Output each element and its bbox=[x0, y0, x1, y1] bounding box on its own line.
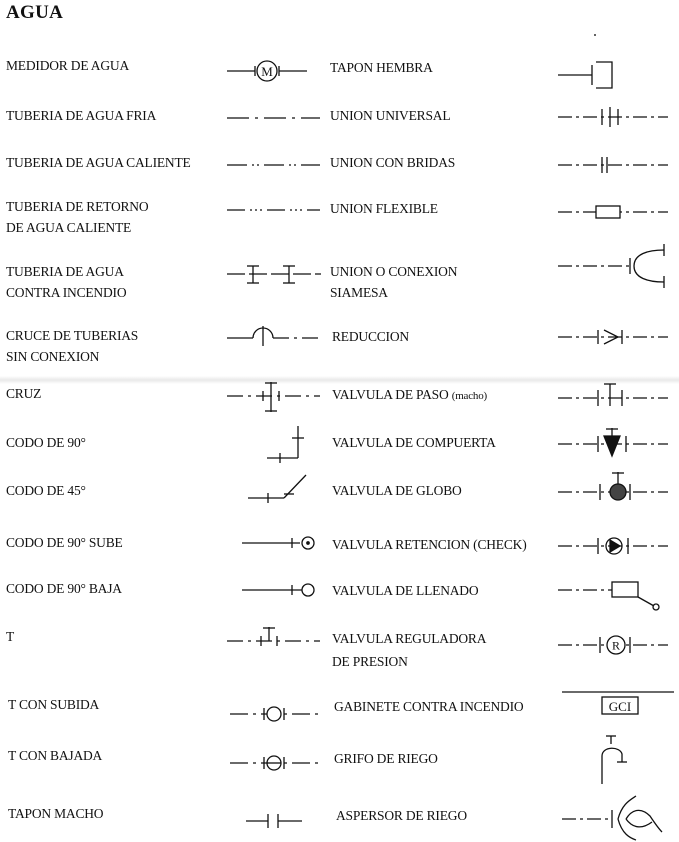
label-valvula-llenado: VALVULA DE LLENADO bbox=[332, 583, 479, 598]
valvula-compuerta-icon bbox=[558, 428, 668, 458]
union-bridas-icon bbox=[558, 157, 668, 173]
label-cruce-1: CRUCE DE TUBERIAS bbox=[6, 328, 139, 343]
tapon-macho-icon bbox=[246, 814, 302, 828]
tapon-hembra-icon bbox=[558, 61, 613, 89]
codo-45-icon bbox=[248, 474, 307, 503]
label-codo-45: CODO DE 45° bbox=[6, 483, 86, 498]
label-valvula-globo: VALVULA DE GLOBO bbox=[332, 483, 462, 498]
label-codo-90: CODO DE 90° bbox=[6, 435, 86, 450]
regulator-letter: R bbox=[612, 639, 620, 653]
siamesa-icon bbox=[558, 244, 665, 288]
label-retorno-2: DE AGUA CALIENTE bbox=[6, 220, 132, 235]
label-reduccion: REDUCCION bbox=[332, 329, 409, 344]
union-universal-icon bbox=[558, 107, 668, 127]
valvula-llenado-icon bbox=[558, 581, 660, 611]
label-grifo: GRIFO DE RIEGO bbox=[334, 751, 438, 766]
label-tapon-hembra: TAPON HEMBRA bbox=[330, 60, 433, 75]
label-union-bridas: UNION CON BRIDAS bbox=[330, 155, 456, 170]
label-codo-baja: CODO DE 90° BAJA bbox=[6, 581, 122, 596]
gabinete-letters: GCI bbox=[609, 699, 631, 714]
valvula-reguladora-icon: R bbox=[558, 635, 668, 655]
codo-baja-icon bbox=[242, 583, 315, 597]
valvula-globo-icon bbox=[558, 472, 668, 501]
label-valvula-paso-note: (macho) bbox=[451, 390, 487, 402]
label-union-universal: UNION UNIVERSAL bbox=[330, 108, 451, 123]
agua-caliente-icon bbox=[227, 164, 320, 166]
label-cruce-2: SIN CONEXION bbox=[6, 349, 100, 364]
label-incendio-2: CONTRA INCENDIO bbox=[6, 285, 127, 300]
codo-90-icon bbox=[267, 426, 304, 463]
gabinete-icon: GCI bbox=[562, 691, 674, 715]
label-siamesa-2: SIAMESA bbox=[330, 285, 388, 300]
label-valvula-paso-text: VALVULA DE PASO bbox=[332, 387, 449, 402]
meter-letter: M bbox=[261, 64, 273, 79]
aspersor-icon bbox=[562, 795, 663, 841]
tee-subida-icon bbox=[230, 706, 323, 722]
grifo-icon bbox=[601, 735, 627, 784]
label-aspersor: ASPERSOR DE RIEGO bbox=[336, 808, 467, 823]
label-incendio-1: TUBERIA DE AGUA bbox=[6, 264, 124, 279]
tee-icon bbox=[227, 627, 320, 646]
agua-fria-icon bbox=[227, 117, 320, 119]
label-retorno-1: TUBERIA DE RETORNO bbox=[6, 199, 149, 214]
retorno-icon bbox=[227, 209, 320, 211]
cruce-icon bbox=[227, 326, 320, 346]
contra-incendio-icon bbox=[227, 265, 321, 284]
label-reguladora-1: VALVULA REGULADORA bbox=[332, 631, 487, 646]
label-gabinete: GABINETE CONTRA INCENDIO bbox=[334, 699, 524, 714]
label-valvula-compuerta: VALVULA DE COMPUERTA bbox=[332, 435, 496, 450]
medidor-icon: M bbox=[227, 60, 307, 82]
label-siamesa-1: UNION O CONEXION bbox=[330, 264, 458, 279]
speck bbox=[594, 34, 596, 36]
label-agua-fria: TUBERIA DE AGUA FRIA bbox=[6, 108, 157, 123]
label-valvula-check: VALVULA RETENCION (CHECK) bbox=[332, 537, 527, 552]
label-cruz: CRUZ bbox=[6, 386, 42, 401]
label-union-flexible: UNION FLEXIBLE bbox=[330, 201, 438, 216]
label-tee-bajada: T CON BAJADA bbox=[8, 748, 103, 763]
label-tapon-macho: TAPON MACHO bbox=[8, 806, 104, 821]
page-title: AGUA bbox=[6, 2, 64, 23]
union-flexible-icon bbox=[558, 205, 668, 219]
reduccion-icon bbox=[558, 329, 668, 345]
codo-sube-icon bbox=[242, 536, 315, 550]
valvula-check-icon bbox=[558, 537, 668, 555]
label-medidor: MEDIDOR DE AGUA bbox=[6, 58, 129, 73]
tee-bajada-icon bbox=[230, 755, 323, 771]
label-codo-sube: CODO DE 90° SUBE bbox=[6, 535, 123, 550]
label-tee: T bbox=[6, 629, 15, 644]
valvula-paso-icon bbox=[558, 383, 668, 406]
scan-separator bbox=[0, 376, 679, 384]
label-agua-caliente: TUBERIA DE AGUA CALIENTE bbox=[6, 155, 191, 170]
label-tee-subida: T CON SUBIDA bbox=[8, 697, 100, 712]
cruz-icon bbox=[227, 382, 320, 412]
label-reguladora-2: DE PRESION bbox=[332, 654, 408, 669]
label-valvula-paso: VALVULA DE PASO (macho) bbox=[332, 384, 487, 407]
